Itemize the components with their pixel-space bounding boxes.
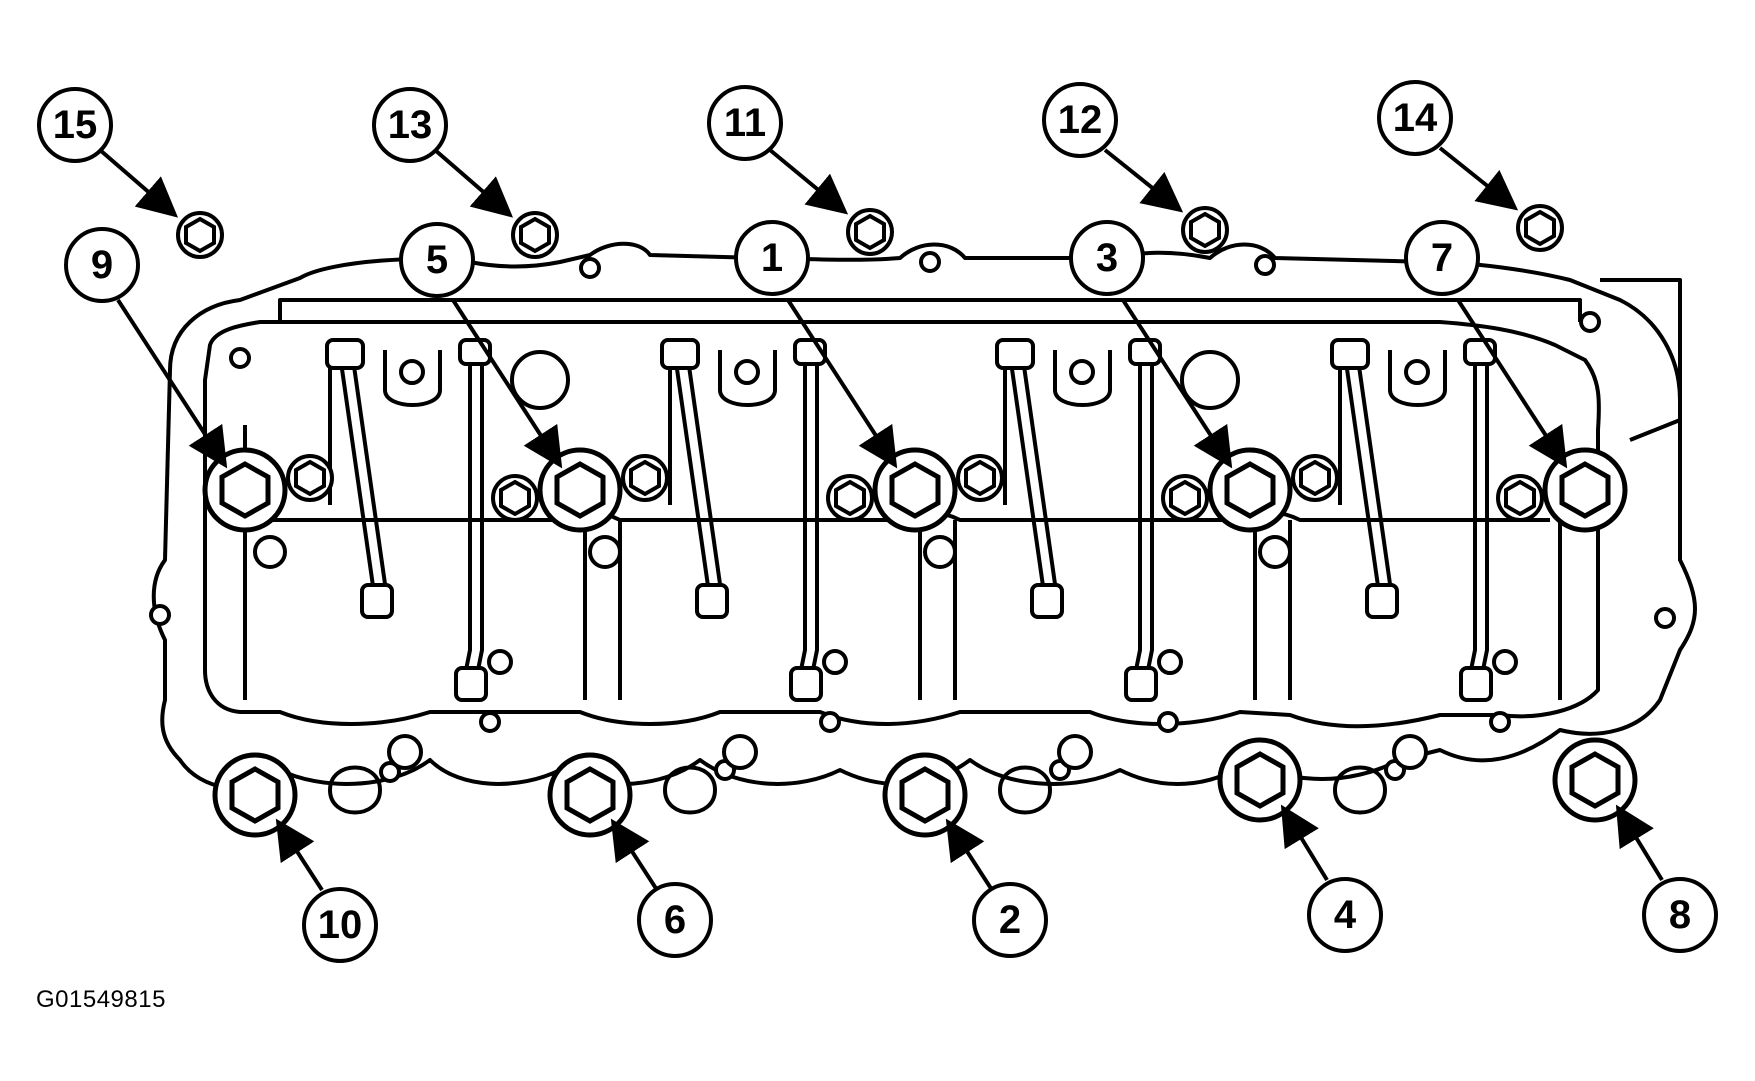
bolt-4-hex (1234, 751, 1286, 809)
leader-arrows (98, 146, 1664, 892)
callout-14: 14 (1377, 80, 1453, 156)
bolt-10-hex (229, 766, 281, 824)
bolt-5-hex (554, 461, 606, 519)
callout-12: 12 (1042, 82, 1118, 158)
callout-9: 9 (64, 227, 140, 303)
figure-id: G01549815 (36, 986, 166, 1013)
callout-3: 3 (1069, 220, 1145, 296)
callout-6: 6 (637, 882, 713, 958)
flange-holes (149, 251, 1676, 783)
bolt-9-hex (219, 461, 271, 519)
svg-text:4: 4 (1334, 893, 1357, 937)
callout-8: 8 (1642, 877, 1718, 953)
svg-text:10: 10 (318, 903, 363, 947)
callout-1: 1 (734, 220, 810, 296)
rocker-brackets (383, 350, 1447, 407)
svg-text:15: 15 (53, 103, 98, 147)
callout-10: 10 (302, 887, 378, 963)
port-openings (327, 350, 1388, 815)
svg-text:3: 3 (1096, 236, 1118, 280)
bolt-2-hex (899, 766, 951, 824)
bolt-7-hex (1559, 461, 1611, 519)
svg-text:13: 13 (388, 103, 433, 147)
callouts: 15 13 11 12 14 9 5 1 3 7 10 6 2 4 8 (37, 80, 1718, 963)
svg-text:9: 9 (91, 243, 113, 287)
svg-text:14: 14 (1393, 96, 1438, 140)
callout-4: 4 (1307, 877, 1383, 953)
svg-text:5: 5 (426, 238, 448, 282)
rod-fittings (325, 338, 1497, 702)
callout-5: 5 (399, 222, 475, 298)
svg-text:7: 7 (1431, 236, 1453, 280)
head-bolts (202, 447, 1638, 838)
svg-text:12: 12 (1058, 98, 1103, 142)
bolt-3-hex (1224, 461, 1276, 519)
bolt-1-hex (889, 461, 941, 519)
callout-13: 13 (372, 87, 448, 163)
callout-15: 15 (37, 87, 113, 163)
callout-11: 11 (707, 85, 783, 161)
svg-text:1: 1 (761, 236, 783, 280)
svg-text:11: 11 (724, 101, 766, 145)
small-top-bolts (176, 204, 1564, 259)
svg-text:8: 8 (1669, 893, 1691, 937)
callout-7: 7 (1404, 220, 1480, 296)
svg-text:2: 2 (999, 898, 1021, 942)
callout-2: 2 (972, 882, 1048, 958)
small-hex-plugs (286, 454, 1544, 522)
bolt-6-hex (564, 766, 616, 824)
svg-text:6: 6 (664, 898, 686, 942)
bolt-8-hex (1569, 751, 1621, 809)
